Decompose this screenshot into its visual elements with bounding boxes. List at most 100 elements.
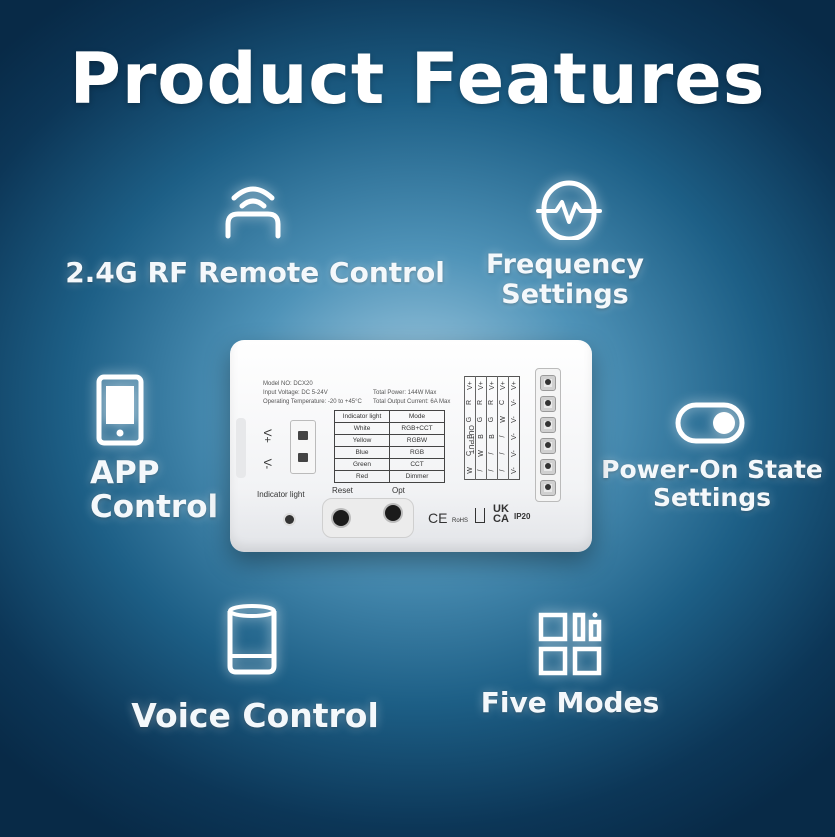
output-grid-text: C	[466, 450, 474, 457]
output-grid-cell: V+	[497, 376, 509, 394]
rf-remote-icon	[222, 176, 284, 240]
table-header-cell: Indicator light	[334, 410, 390, 423]
output-grid-cell: V+	[475, 376, 487, 394]
frequency-icon	[536, 180, 602, 240]
output-grid-text: V-	[510, 416, 518, 423]
output-grid-cell: V-	[508, 445, 520, 462]
output-grid-cell: B	[486, 428, 498, 445]
output-terminal-block	[535, 368, 561, 502]
indicator-light-label: Indicator light	[257, 490, 305, 499]
opt-button[interactable]	[385, 505, 401, 521]
output-grid-text: V+	[466, 381, 474, 390]
output-grid-text: W	[466, 467, 474, 474]
frequency-label-line1: Frequency	[485, 249, 645, 280]
model-line: Model NO: DCX20	[263, 381, 313, 387]
led-controller-device: Model NO: DCX20 Input Voltage: DC 5-24V …	[230, 340, 592, 552]
output-grid-cell: /	[497, 462, 509, 480]
reset-button[interactable]	[333, 510, 349, 526]
output-grid-cell: /	[497, 428, 509, 445]
output-grid-cell: /	[475, 462, 487, 480]
output-grid-cell: V-	[508, 462, 520, 480]
table-row: Yellow RGBW	[334, 434, 445, 447]
terminal-screw	[540, 459, 556, 475]
output-grid-text: R	[488, 399, 496, 406]
button-well	[322, 498, 414, 538]
grid-modes-icon	[538, 612, 602, 676]
operating-temp: Operating Temperature: -20 to +45°C	[263, 399, 362, 405]
frequency-label-line2: Settings	[501, 278, 629, 310]
output-grid-text: V-	[510, 399, 518, 406]
output-grid-text: V+	[499, 381, 507, 390]
output-grid-cell: /	[486, 445, 498, 462]
input-voltage: Input Voltage: DC 5-24V	[263, 390, 328, 396]
terminal-screw	[540, 375, 556, 391]
output-grid-cell: V-	[508, 428, 520, 445]
output-grid-cell: R	[475, 394, 487, 411]
output-grid-cell: /	[486, 462, 498, 480]
output-grid-cell: W	[475, 445, 487, 462]
rf-remote-label: 2.4G RF Remote Control	[65, 256, 445, 289]
table-cell: CCT	[389, 458, 445, 471]
table-cell: Red	[334, 470, 390, 483]
output-grid-text: B	[477, 434, 485, 439]
table-row: Indicator light Mode	[334, 410, 445, 423]
indicator-light	[285, 515, 294, 524]
table-row: Blue RGB	[334, 446, 445, 459]
output-grid-text: G	[488, 416, 496, 423]
output-grid-text: V-	[510, 433, 518, 440]
terminal-screw	[540, 438, 556, 454]
output-grid-text: /	[488, 469, 496, 472]
app-label-line2: Control	[90, 489, 219, 526]
output-grid-cell: G	[464, 411, 476, 428]
output-grid-cell: C	[497, 394, 509, 411]
output-grid-cell: V+	[464, 376, 476, 394]
output-grid-text: V-	[510, 467, 518, 474]
app-label-line1: APP	[90, 455, 160, 491]
table-cell: RGB+CCT	[389, 422, 445, 435]
device-spec-right: Total Power: 144W Max Total Output Curre…	[373, 389, 450, 407]
power-pin-plus	[298, 431, 308, 440]
power-on-label: Power-On State Settings	[597, 456, 827, 511]
ip-rating: IP20	[514, 512, 531, 521]
output-grid-cell: B	[464, 428, 476, 445]
toggle-icon	[675, 402, 745, 444]
five-modes-label: Five Modes	[480, 686, 660, 719]
output-grid-text: /	[499, 469, 507, 472]
output-grid-cell: V+	[508, 376, 520, 394]
output-grid-text: V+	[488, 381, 496, 390]
power-on-line2: Settings	[652, 482, 771, 512]
table-cell: RGBW	[389, 434, 445, 447]
output-grid-text: /	[488, 452, 496, 455]
output-grid-text: /	[499, 452, 507, 455]
output-grid-cell: G	[486, 411, 498, 428]
table-row: Red Dimmer	[334, 470, 445, 483]
output-grid-text: V-	[510, 450, 518, 457]
total-power: Total Power: 144W Max	[373, 390, 437, 396]
weee-bin-icon	[475, 508, 485, 523]
table-cell: White	[334, 422, 390, 435]
terminal-screw	[540, 480, 556, 496]
opt-label: Opt	[392, 486, 405, 495]
page-title: Product Features	[69, 38, 766, 120]
output-grid-text: W	[499, 416, 507, 423]
output-grid-row: W///V-	[464, 462, 520, 480]
output-grid-row: V+V+V+V+V+	[464, 376, 520, 394]
output-grid-text: V+	[510, 381, 518, 390]
output-grid-text: G	[477, 416, 485, 423]
output-grid-text: C	[499, 399, 507, 406]
power-pin-minus	[298, 453, 308, 462]
output-grid-text: /	[477, 469, 485, 472]
table-header-cell: Mode	[389, 410, 445, 423]
ce-mark: CE	[428, 510, 448, 526]
total-current: Total Output Current: 6A Max	[373, 399, 451, 405]
output-grid-cell: /	[497, 445, 509, 462]
output-grid-text: B	[488, 434, 496, 439]
power-on-line1: Power-On State	[601, 455, 823, 484]
output-grid-cell: C	[464, 445, 476, 462]
output-grid-cell: V-	[508, 411, 520, 428]
output-grid-cell: W	[464, 462, 476, 480]
terminal-screw	[540, 396, 556, 412]
table-row: Green CCT	[334, 458, 445, 471]
